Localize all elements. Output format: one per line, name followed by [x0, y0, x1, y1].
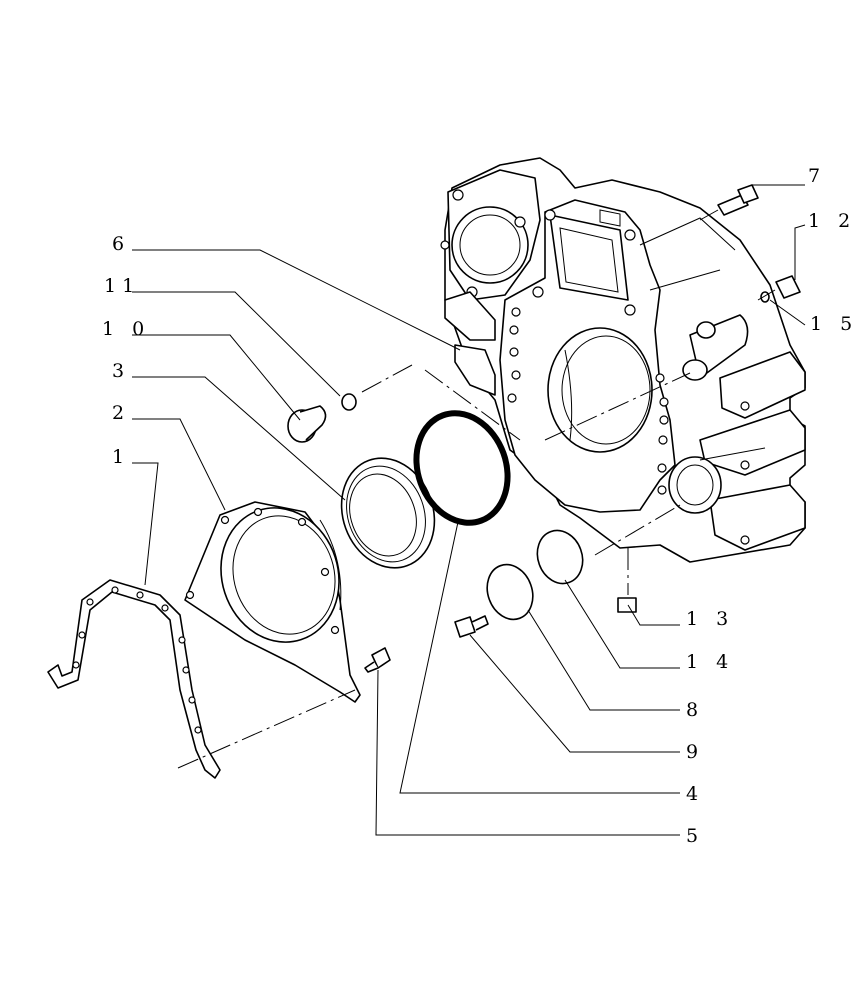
callout-11: 11 — [104, 275, 140, 297]
callout-2: 2 — [112, 402, 130, 424]
flywheel-housing — [440, 157, 806, 563]
seal-ring-11 — [341, 393, 357, 411]
bolt-9 — [454, 615, 489, 638]
seal-carrier — [184, 501, 361, 703]
assembly-centerlines — [177, 209, 776, 769]
callout-12: 1 2 — [808, 210, 856, 232]
callout-labels: 1 2 3 4 5 6 7 8 9 1 0 11 1 2 1 3 1 4 1 5 — [102, 165, 856, 847]
plug-12 — [775, 275, 801, 299]
callout-13: 1 3 — [686, 608, 734, 630]
leader-lines — [132, 184, 806, 836]
bolt-5 — [364, 647, 391, 673]
callout-8: 8 — [686, 699, 704, 721]
o-ring — [413, 410, 511, 526]
rear-gasket — [47, 579, 221, 779]
bolt-7 — [717, 184, 759, 216]
callout-15: 1 5 — [810, 313, 856, 335]
callout-5: 5 — [686, 825, 704, 847]
plug-10 — [287, 405, 327, 443]
callout-1: 1 — [112, 446, 130, 468]
plug-13 — [617, 597, 637, 613]
cover-14 — [536, 529, 584, 585]
cover-8 — [486, 563, 534, 621]
callout-3: 3 — [112, 360, 130, 382]
callout-7: 7 — [808, 165, 826, 187]
oil-seal — [340, 457, 436, 569]
callout-14: 1 4 — [686, 651, 734, 673]
callout-6: 6 — [112, 233, 130, 255]
callout-10: 1 0 — [102, 318, 150, 340]
callout-4: 4 — [686, 783, 704, 805]
callout-9: 9 — [686, 741, 704, 763]
